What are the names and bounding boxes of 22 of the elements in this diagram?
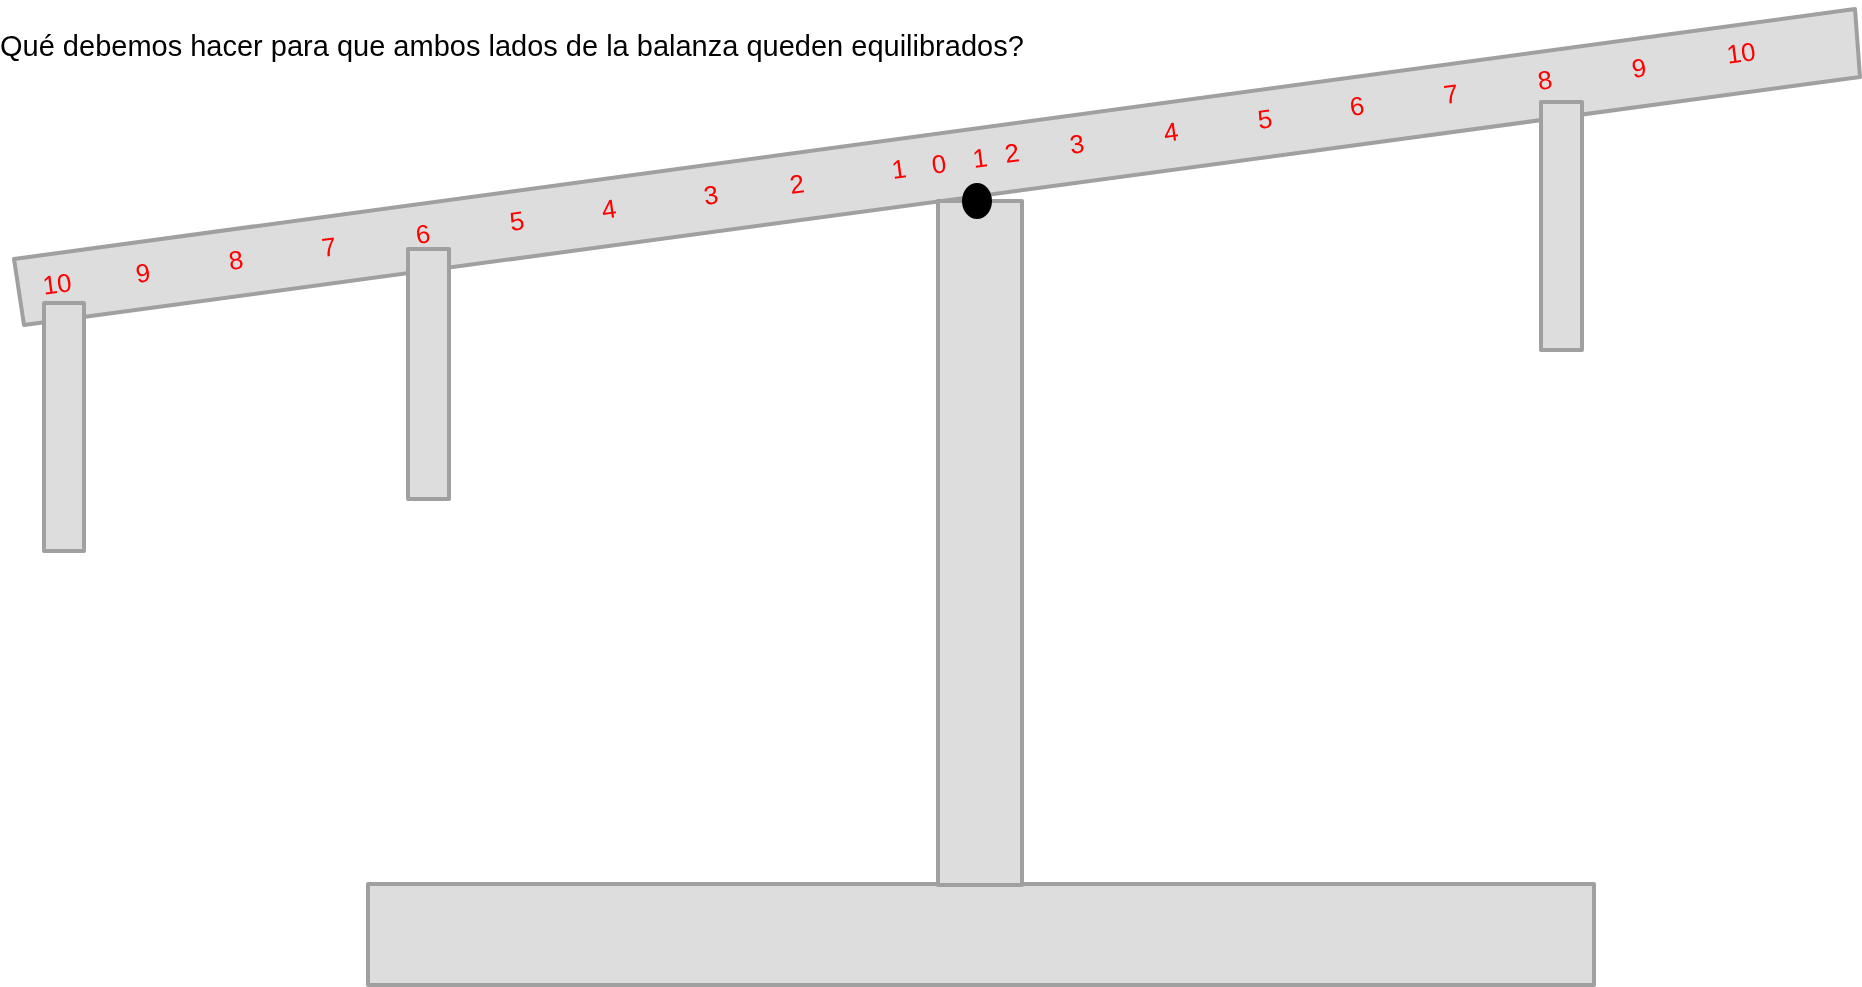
scale-number: 9 — [1629, 53, 1648, 82]
scale-number: 4 — [1161, 117, 1180, 146]
scale-number: 0 — [930, 150, 949, 178]
scale-number: 1 — [970, 144, 989, 172]
scale-number: 8 — [227, 246, 246, 274]
scale-number: 4 — [600, 195, 619, 223]
scale-number: 6 — [413, 220, 432, 248]
scale-number: 8 — [1536, 65, 1554, 94]
scale-number: 10 — [40, 269, 74, 299]
question-text: Qué debemos hacer para que ambos lados de la balanza queden equilibrados? — [0, 30, 1024, 63]
scale-number: 2 — [1002, 139, 1021, 168]
scale-number: 2 — [787, 170, 806, 198]
scale-number: 9 — [133, 259, 152, 287]
scale-number: 6 — [1348, 91, 1367, 120]
scale-number: 3 — [702, 180, 721, 209]
scale-number: 5 — [1255, 104, 1274, 133]
scale-number: 5 — [507, 207, 526, 235]
scale-number: 3 — [1068, 129, 1086, 158]
scale-number: 7 — [1442, 79, 1461, 108]
scale-number: 7 — [320, 233, 338, 261]
scale-number: 1 — [890, 154, 908, 183]
scale-number: 10 — [1724, 38, 1757, 69]
